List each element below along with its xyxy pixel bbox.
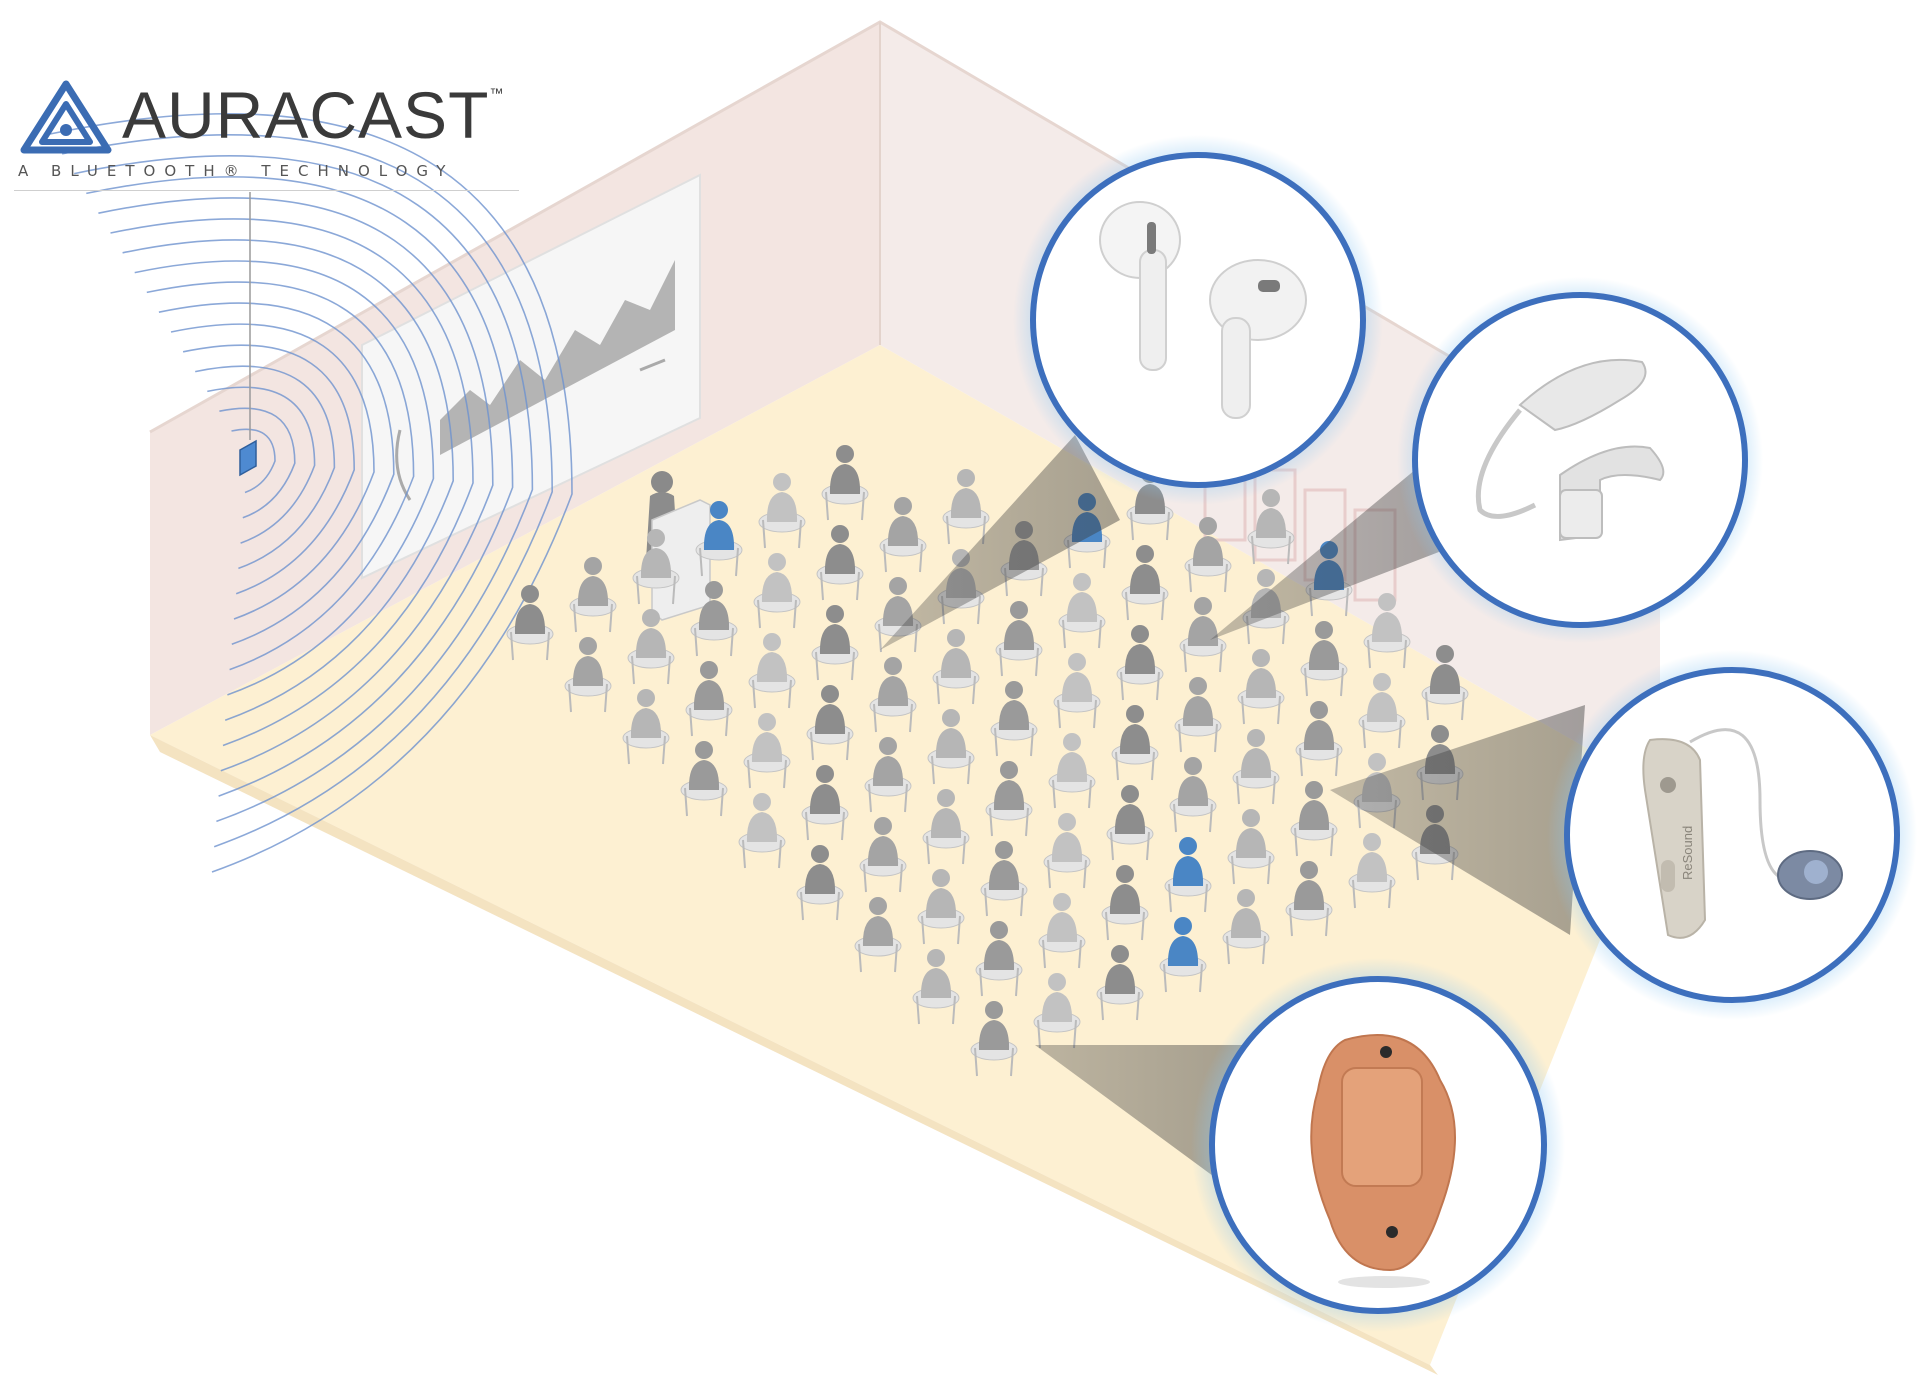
broadcast-wave xyxy=(182,344,356,595)
presentation-chart-icon xyxy=(440,260,675,455)
broadcast-wave xyxy=(98,197,494,772)
wireless-earbuds-icon xyxy=(1099,201,1307,419)
auracast-logo: AURACAST™ A BLUETOOTH® TECHNOLOGY xyxy=(14,76,519,194)
broadcast-wave xyxy=(219,407,296,519)
cochlear-implant-icon xyxy=(1475,358,1665,542)
device-ite-hearing-aid xyxy=(1191,958,1565,1332)
broadcast-wave xyxy=(170,323,375,620)
broadcast-wave xyxy=(195,365,336,570)
logo-brand-name: AURACAST xyxy=(122,78,490,152)
broadcast-wave xyxy=(110,218,474,747)
broadcast-wave xyxy=(61,134,554,848)
broadcast-wave xyxy=(74,155,534,823)
broadcast-wave xyxy=(49,113,573,873)
broadcast-wave xyxy=(207,386,316,544)
broadcast-wave xyxy=(134,260,435,696)
device-earbuds xyxy=(1013,135,1383,505)
logo-tagline: A BLUETOOTH® TECHNOLOGY xyxy=(18,162,455,180)
device-cochlear-implant xyxy=(1397,277,1763,643)
broadcast-transmitter-icon xyxy=(239,439,257,477)
broadcast-wave xyxy=(146,281,415,671)
receiver-in-canal-hearing-aid-icon: ReSound xyxy=(1642,728,1843,939)
in-the-ear-hearing-aid-icon xyxy=(1310,1034,1456,1288)
broadcast-wave xyxy=(231,428,276,494)
broadcast-wave xyxy=(86,176,514,797)
broadcast-wave xyxy=(122,239,455,721)
auracast-triangle-logo-icon xyxy=(20,80,112,154)
device-bte-hearing-aid: ReSound xyxy=(1547,650,1917,1020)
logo-divider xyxy=(14,190,519,191)
logo-trademark: ™ xyxy=(489,85,505,101)
broadcast-waves xyxy=(49,113,573,873)
broadcast-wave xyxy=(158,302,395,646)
bte-brand-text: ReSound xyxy=(1680,826,1695,880)
